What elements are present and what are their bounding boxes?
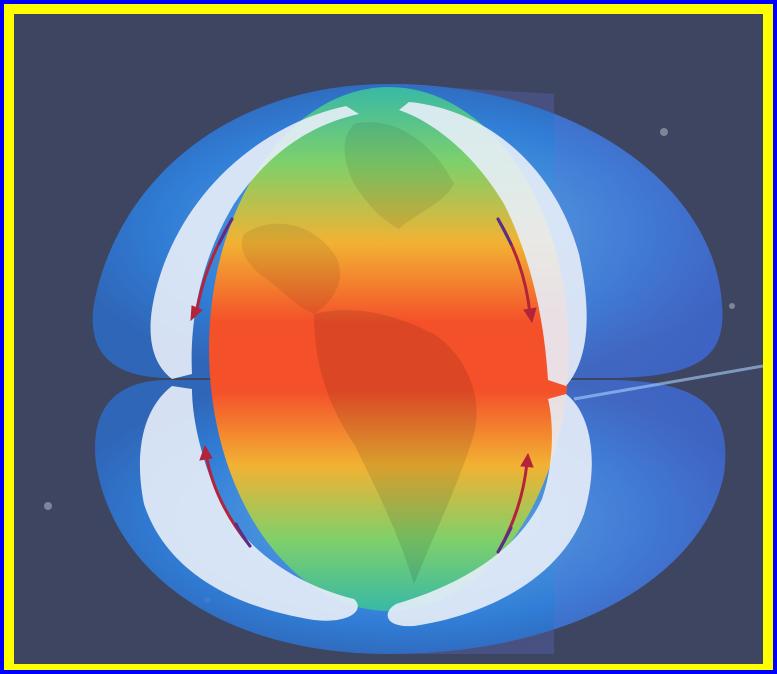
cell-northwest (150, 106, 359, 379)
circulation-arrow-icon (496, 217, 537, 324)
circulation-arrow-icon (496, 452, 534, 554)
star (729, 303, 735, 309)
circulation-arrow-icon (199, 444, 252, 548)
cell-northeast (399, 102, 587, 386)
circulation-diagram (14, 14, 763, 664)
circulation-cells (139, 102, 592, 627)
circulation-arrows (190, 217, 537, 554)
cell-southeast (387, 394, 592, 627)
diagram-canvas (14, 14, 763, 664)
cell-southwest (139, 386, 358, 621)
star (660, 128, 668, 136)
circulation-arrow-icon (190, 217, 234, 322)
star (44, 502, 52, 510)
